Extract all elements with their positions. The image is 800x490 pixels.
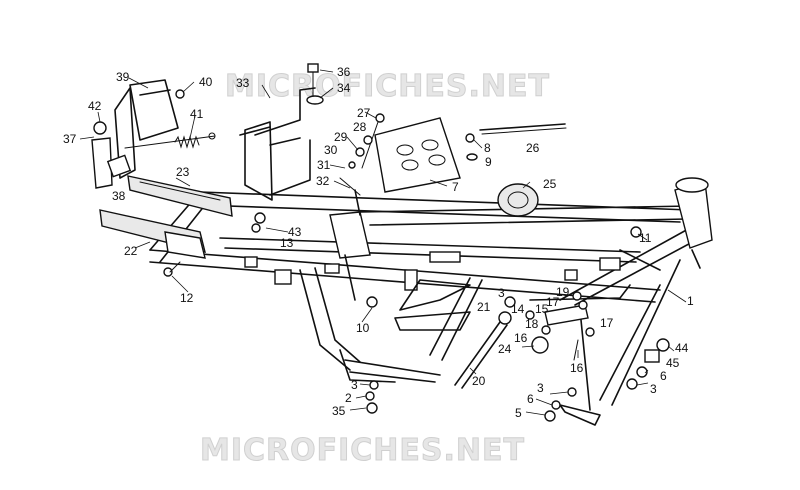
callout-label: 10 bbox=[356, 321, 370, 335]
rear-rail-22 bbox=[99, 209, 206, 259]
callout-label: 29 bbox=[334, 130, 348, 144]
callout-label: 3 bbox=[537, 381, 544, 395]
bolt-36 bbox=[307, 63, 319, 99]
callout-label: 30 bbox=[324, 143, 338, 157]
callout-label: 32 bbox=[316, 174, 330, 188]
screw-8 bbox=[465, 133, 475, 143]
washer-34 bbox=[306, 95, 324, 105]
callout-label: 35 bbox=[332, 404, 346, 418]
spring-41 bbox=[124, 132, 216, 149]
grommet-25 bbox=[497, 183, 539, 217]
callout-label: 16 bbox=[514, 331, 528, 345]
bracket-18 bbox=[544, 304, 589, 326]
callout-label: 39 bbox=[116, 70, 130, 84]
bolts-16-17-19 bbox=[541, 291, 595, 361]
watermark-bottom: MICROFICHES.NET bbox=[200, 433, 525, 468]
callout-label: 42 bbox=[88, 99, 102, 113]
callout-label: 27 bbox=[357, 106, 371, 120]
nut-43 bbox=[251, 212, 266, 233]
callout-label: 44 bbox=[675, 341, 689, 355]
callout-label: 12 bbox=[180, 291, 194, 305]
callout-label: 45 bbox=[666, 356, 680, 370]
callout-label: 31 bbox=[317, 158, 331, 172]
tray-7 bbox=[374, 117, 461, 193]
bolt-stack-27-32 bbox=[339, 113, 385, 196]
rear-bracket-39 bbox=[114, 79, 185, 179]
callouts: 36 34 33 39 40 42 41 37 38 27 28 29 30 3… bbox=[63, 65, 694, 420]
battery-support-33 bbox=[239, 87, 316, 201]
bracket-42 bbox=[91, 121, 113, 189]
callout-label: 3 bbox=[351, 378, 358, 392]
callout-label: 33 bbox=[236, 76, 250, 90]
callout-label: 6 bbox=[527, 392, 534, 406]
callout-label: 5 bbox=[515, 406, 522, 420]
callout-label: 8 bbox=[484, 141, 491, 155]
leader-lines bbox=[79, 69, 687, 416]
washer-9 bbox=[466, 153, 478, 161]
callout-label: 25 bbox=[543, 177, 557, 191]
callout-label: 13 bbox=[280, 236, 294, 250]
callout-label: 28 bbox=[353, 120, 367, 134]
callout-label: 19 bbox=[556, 285, 570, 299]
callout-label: 21 bbox=[477, 300, 491, 314]
callout-label: 20 bbox=[472, 374, 486, 388]
main-frame bbox=[149, 177, 713, 426]
callout-label: 11 bbox=[639, 231, 652, 245]
watermark-top: MICROFICHES.NET bbox=[225, 69, 550, 104]
callout-label: 6 bbox=[660, 369, 667, 383]
bolt-12 bbox=[163, 261, 181, 277]
callout-label: 36 bbox=[337, 65, 351, 79]
rear-rail-23 bbox=[127, 175, 233, 217]
hardware-14-21-24 bbox=[498, 296, 549, 354]
hardware-44-45-6 bbox=[626, 338, 670, 390]
callout-label: 43 bbox=[288, 225, 302, 239]
hardware-front-3-6-5 bbox=[544, 387, 577, 422]
callout-label: 3 bbox=[650, 382, 657, 396]
callout-label: 2 bbox=[345, 391, 352, 405]
callout-label: 15 bbox=[535, 302, 549, 316]
callout-label: 38 bbox=[112, 189, 126, 203]
hardware-rear-3-2-35 bbox=[365, 380, 379, 414]
callout-label: 7 bbox=[452, 180, 459, 194]
rod-20 bbox=[454, 321, 508, 389]
callout-label: 1 bbox=[687, 294, 694, 308]
strap-26 bbox=[479, 123, 567, 135]
callout-label: 3 bbox=[498, 286, 505, 300]
callout-label: 14 bbox=[511, 302, 525, 316]
callout-label: 18 bbox=[525, 317, 539, 331]
callout-label: 17 bbox=[546, 295, 560, 309]
fitting-38 bbox=[106, 154, 132, 178]
callout-label: 41 bbox=[190, 107, 204, 121]
callout-label: 17 bbox=[600, 316, 614, 330]
callout-label: 34 bbox=[337, 81, 351, 95]
bolt-10 bbox=[366, 296, 378, 308]
callout-label: 40 bbox=[199, 75, 213, 89]
callout-label: 16 bbox=[570, 361, 584, 375]
callout-label: 23 bbox=[176, 165, 190, 179]
callout-label: 37 bbox=[63, 132, 77, 146]
callout-label: 9 bbox=[485, 155, 492, 169]
callout-label: 22 bbox=[124, 244, 138, 258]
callout-label: 26 bbox=[526, 141, 540, 155]
callout-label: 24 bbox=[498, 342, 512, 356]
